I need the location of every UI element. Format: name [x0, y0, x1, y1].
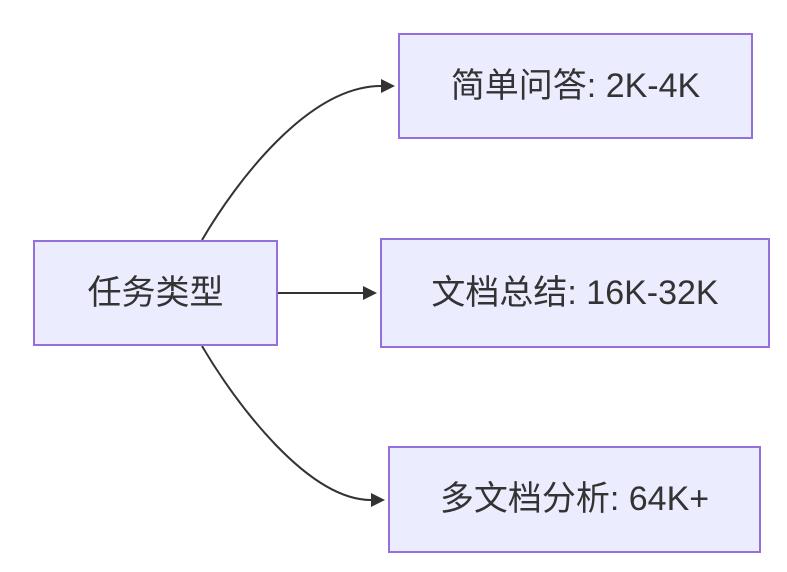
edge-root-to-simple-qa: [201, 79, 395, 241]
edge-root-to-multi-doc-analysis: [201, 345, 385, 507]
node-task-type-label: 任务类型: [87, 273, 224, 312]
node-multi-doc-analysis: 多文档分析: 64K+: [388, 446, 761, 553]
node-simple-qa-label: 简单问答: 2K-4K: [450, 66, 701, 105]
node-doc-summary-label: 文档总结: 16K-32K: [431, 273, 719, 312]
node-simple-qa: 简单问答: 2K-4K: [398, 33, 753, 139]
node-task-type: 任务类型: [33, 240, 278, 346]
node-multi-doc-analysis-label: 多文档分析: 64K+: [439, 480, 710, 519]
node-doc-summary: 文档总结: 16K-32K: [380, 238, 770, 348]
